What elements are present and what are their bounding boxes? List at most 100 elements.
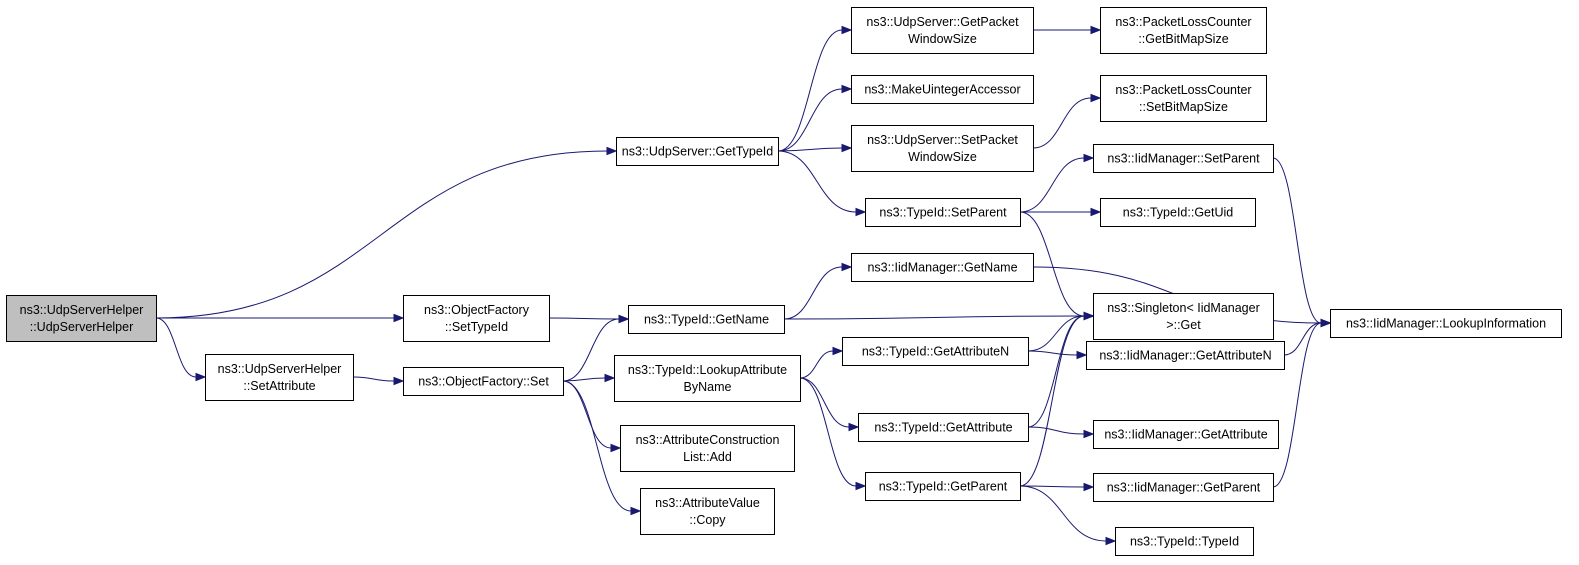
node-layer: ns3::UdpServerHelper::UdpServerHelperns3… [6,7,1562,556]
edge-of_set-to-av_copy [562,380,642,516]
node-box [1100,75,1267,122]
node-label: ns3::UdpServerHelper [218,362,342,376]
node-label: ns3::IidManager::GetParent [1107,481,1261,495]
edge-srv_gettypeid-to-srv_getwin [777,25,853,152]
node-label: ns3::IidManager::GetAttributeN [1099,349,1271,363]
node-iid-setparent[interactable]: ns3::IidManager::SetParent [1093,144,1274,173]
node-box [1093,473,1274,502]
node-plc-setbm[interactable]: ns3::PacketLossCounter::SetBitMapSize [1100,75,1267,122]
edge-of_set-to-acl_add [562,380,622,453]
node-tid-setparent[interactable]: ns3::TypeId::SetParent [865,198,1021,227]
edge-tid_getparent-to-tid_typeid [1019,485,1117,546]
node-box [1093,420,1279,449]
node-label: ns3::ObjectFactory::Set [418,375,549,389]
node-of-set[interactable]: ns3::ObjectFactory::Set [403,367,564,396]
node-plc-getbm[interactable]: ns3::PacketLossCounter::GetBitMapSize [1100,7,1267,54]
node-tid-getattrn[interactable]: ns3::TypeId::GetAttributeN [842,337,1029,366]
edge-tid_lookup-to-tid_getattr [799,377,860,432]
node-iid-lookup[interactable]: ns3::IidManager::LookupInformation [1330,309,1562,338]
node-av-copy[interactable]: ns3::AttributeValue::Copy [640,488,775,535]
edge-tid_getattr-to-iid_getattr [1027,426,1095,439]
node-box [842,337,1029,366]
node-label: ns3::IidManager::GetName [867,261,1017,275]
node-label: ns3::AttributeValue [655,496,760,510]
node-iid-getparent[interactable]: ns3::IidManager::GetParent [1093,473,1274,502]
node-label: ::SetTypeId [445,320,508,334]
edge-srv_setwin-to-plc_setbm [1032,93,1102,149]
node-iid-getattr[interactable]: ns3::IidManager::GetAttribute [1093,420,1279,449]
node-box [1093,293,1274,340]
edge-tid_lookup-to-tid_getparent [799,377,867,491]
edge-tid_setparent-to-tid_getuid [1020,207,1102,217]
edge-srv_gettypeid-to-srv_setwin [777,143,853,153]
node-label: ns3::TypeId::GetUid [1123,206,1234,220]
node-label: ns3::AttributeConstruction [636,433,780,447]
node-box [865,472,1021,501]
edge-srv_getwin-to-plc_getbm [1033,25,1102,35]
edge-of_set-to-tid_getname [562,314,630,382]
edge-tid_getattr-to-singleton_get [1027,311,1095,428]
node-box [865,198,1021,227]
node-box [1330,309,1562,338]
node-of-settypeid[interactable]: ns3::ObjectFactory::SetTypeId [403,295,550,342]
node-tid-getuid[interactable]: ns3::TypeId::GetUid [1100,198,1256,227]
node-tid-getparent[interactable]: ns3::TypeId::GetParent [865,472,1021,501]
node-srv-gettypeid[interactable]: ns3::UdpServer::GetTypeId [616,137,779,166]
edge-tid_getattrn-to-iid_getattrn [1027,350,1088,360]
edge-tid_getname-to-iid_getname [783,262,853,320]
node-label: ns3::Singleton< IidManager [1107,301,1260,315]
node-label: ::UdpServerHelper [30,320,134,334]
node-box [628,305,785,334]
node-label: ::GetBitMapSize [1138,32,1228,46]
node-label: WindowSize [908,150,977,164]
edge-helper_setattr-to-of_set [352,376,405,386]
node-helper-setattr[interactable]: ns3::UdpServerHelper::SetAttribute [205,354,354,401]
node-box [1093,144,1274,173]
node-label: ns3::IidManager::LookupInformation [1346,317,1546,331]
node-label: ns3::UdpServer::SetPacket [867,133,1018,147]
node-box [1100,7,1267,54]
node-tid-typeid[interactable]: ns3::TypeId::TypeId [1115,527,1254,556]
edge-tid_setparent-to-iid_setparent [1019,153,1095,213]
node-label: ns3::UdpServer::GetTypeId [622,145,774,159]
node-box [1115,527,1254,556]
node-root[interactable]: ns3::UdpServerHelper::UdpServerHelper [6,295,157,342]
node-box [616,137,779,166]
node-label: >::Get [1166,318,1201,332]
node-label: ns3::PacketLossCounter [1115,15,1251,29]
node-label: ns3::TypeId::GetParent [879,480,1008,494]
node-singleton-get[interactable]: ns3::Singleton< IidManager>::Get [1093,293,1274,340]
node-box [403,295,550,342]
node-box [614,355,801,402]
node-tid-getattr[interactable]: ns3::TypeId::GetAttribute [858,413,1029,442]
node-box [403,367,564,396]
node-box [1100,198,1256,227]
node-box [205,354,354,401]
edge-srv_gettypeid-to-make_uint [777,84,853,152]
node-label: List::Add [683,450,732,464]
node-label: ns3::UdpServer::GetPacket [866,15,1019,29]
node-iid-getname[interactable]: ns3::IidManager::GetName [851,253,1034,282]
node-box [620,425,795,472]
node-label: ns3::PacketLossCounter [1115,83,1251,97]
edge-tid_getparent-to-iid_getparent [1019,482,1095,492]
edge-tid_lookup-to-tid_getattrn [799,346,844,379]
node-label: ns3::TypeId::GetAttribute [874,421,1012,435]
node-box [6,295,157,342]
node-label: ns3::MakeUintegerAccessor [864,83,1020,97]
node-label: ns3::TypeId::LookupAttribute [628,363,787,377]
node-tid-getname[interactable]: ns3::TypeId::GetName [628,305,785,334]
node-iid-getattrn[interactable]: ns3::IidManager::GetAttributeN [1086,341,1285,370]
edge-tid_getname-to-singleton_get [783,311,1095,321]
node-label: ::SetBitMapSize [1139,100,1228,114]
node-label: ns3::ObjectFactory [424,303,530,317]
node-box [851,253,1034,282]
edge-iid_setparent-to-iid_lookup [1272,157,1332,328]
node-label: ns3::TypeId::SetParent [879,206,1007,220]
node-make-uint[interactable]: ns3::MakeUintegerAccessor [851,75,1034,104]
